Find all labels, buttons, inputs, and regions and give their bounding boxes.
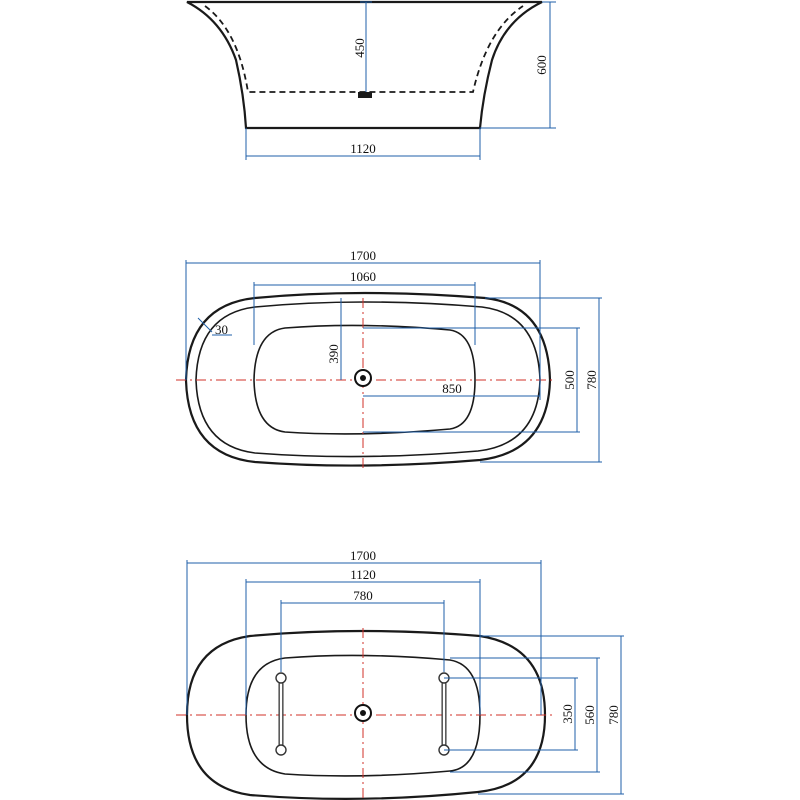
top-view-outer-rim — [184, 291, 552, 467]
side-dim-600: 600 — [534, 55, 549, 75]
top-dim-1060: 1060 — [350, 269, 376, 284]
bottom-dim-350: 350 — [560, 704, 575, 724]
top-dim-850: 850 — [442, 381, 462, 396]
side-dim-1120: 1120 — [350, 141, 376, 156]
bottom-dim-780-total: 780 — [606, 705, 621, 725]
bottom-dim-780-feet: 780 — [353, 588, 373, 603]
side-dim-450: 450 — [352, 38, 367, 58]
top-dim-1700: 1700 — [350, 248, 376, 263]
top-view: 1700 1060 30 390 850 500 780 — [176, 248, 602, 468]
top-dim-500: 500 — [562, 370, 577, 390]
top-dim-390: 390 — [326, 344, 341, 364]
bottom-view-left-foot — [275, 672, 287, 756]
bottom-view-outer-outline — [185, 629, 547, 800]
top-dim-780: 780 — [584, 370, 599, 390]
bottom-view-right-foot — [438, 672, 450, 756]
side-view: 450 600 1120 — [186, 0, 556, 160]
side-view-tub-outline — [186, 0, 543, 130]
side-view-drain — [358, 92, 372, 98]
top-view-rim-inner-edge — [195, 301, 541, 458]
bottom-dim-1120: 1120 — [350, 567, 376, 582]
top-dim-30: 30 — [215, 322, 228, 337]
bottom-view-base-outline — [245, 654, 481, 777]
bottom-dim-1700: 1700 — [350, 548, 376, 563]
bottom-dim-560: 560 — [582, 705, 597, 725]
bottom-view: 1700 1120 780 350 560 780 — [176, 548, 624, 800]
